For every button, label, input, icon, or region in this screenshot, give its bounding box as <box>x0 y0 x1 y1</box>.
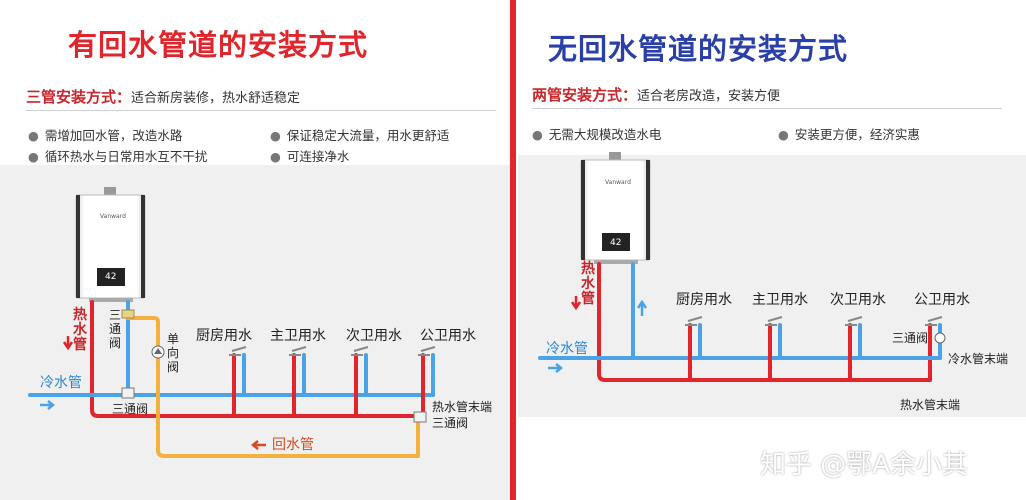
right-hot-end-label: 热水管末端 <box>900 398 961 412</box>
watermark: 知乎 @鄂A余小其 <box>760 450 969 480</box>
right-hot-pipe-label: 热水管 <box>581 261 595 307</box>
right-water-heater <box>580 152 651 264</box>
right-heater-display: 42 <box>610 238 622 248</box>
left-three-way-valve-end-label: 三通阀 <box>432 416 469 430</box>
left-bullet-3: ●循环热水与日常用水互不干扰 <box>28 149 208 164</box>
right-public-bath-label: 公卫用水 <box>914 292 970 308</box>
left-public-bath-label: 公卫用水 <box>420 328 476 344</box>
left-return-pipe-label: 回水管 <box>272 437 314 453</box>
left-heater-display: 42 <box>105 272 117 282</box>
left-water-heater <box>75 187 146 302</box>
right-up-arrow-icon <box>636 299 648 316</box>
left-kitchen-label: 厨房用水 <box>196 328 252 344</box>
left-hot-arrow-icon <box>62 336 74 351</box>
right-divider-line <box>532 108 1002 109</box>
bullet-dot-icon: ● <box>28 149 39 164</box>
center-divider <box>510 0 516 500</box>
left-pipes <box>28 300 435 458</box>
right-bullet-2: ●安装更方便，经济实惠 <box>778 127 920 142</box>
right-subtitle-lead: 两管安装方式： <box>532 86 638 104</box>
right-pipes <box>538 262 942 382</box>
left-master-bath-label: 主卫用水 <box>270 328 326 344</box>
left-cold-arrow-icon <box>40 400 56 410</box>
left-bullet-4: ●可连接净水 <box>270 149 350 164</box>
right-subtitle-text: 适合老房改造，安装方便 <box>637 89 781 104</box>
bullet-dot-icon: ● <box>270 128 281 143</box>
left-subtitle: 三管安装方式：适合新房装修，热水舒适稳定 <box>26 86 300 107</box>
right-heater-brand: Vanward <box>605 179 631 186</box>
left-heater-brand: Vanward <box>100 213 126 220</box>
right-kitchen-label: 厨房用水 <box>676 292 732 308</box>
right-title: 无回水管道的安装方式 <box>548 32 849 66</box>
right-valves <box>685 316 946 344</box>
left-hot-pipe-label: 热水管 <box>73 307 87 353</box>
left-three-way-valve-top-label: 三通阀 <box>108 308 121 350</box>
left-three-way-valve-bottom-label: 三通阀 <box>112 402 149 416</box>
right-three-way-valve-label: 三通阀 <box>892 331 929 345</box>
right-cold-arrow-icon <box>548 363 564 373</box>
left-cold-pipe-label: 冷水管 <box>40 375 82 391</box>
bullet-dot-icon: ● <box>28 128 39 143</box>
left-hot-end-label: 热水管末端 <box>432 400 493 414</box>
left-divider-line <box>26 110 496 111</box>
left-bullet-1: ●需增加回水管，改造水路 <box>28 128 183 143</box>
left-bullet-2: ●保证稳定大流量，用水更舒适 <box>270 128 450 143</box>
left-subtitle-text: 适合新房装修，热水舒适稳定 <box>131 91 301 106</box>
right-second-bath-label: 次卫用水 <box>830 292 886 308</box>
right-cold-end-label: 冷水管末端 <box>948 352 1009 366</box>
left-title: 有回水管道的安装方式 <box>68 28 369 62</box>
bullet-dot-icon: ● <box>270 149 281 164</box>
right-master-bath-label: 主卫用水 <box>752 292 808 308</box>
right-cold-pipe-label: 冷水管 <box>546 341 588 357</box>
left-check-valve-label: 单向阀 <box>166 332 179 374</box>
right-subtitle: 两管安装方式：适合老房改造，安装方便 <box>532 84 780 105</box>
left-subtitle-lead: 三管安装方式： <box>26 88 132 106</box>
bullet-dot-icon: ● <box>532 127 543 142</box>
right-hot-arrow-icon <box>570 296 582 311</box>
right-bullet-1: ●无需大规模改造水电 <box>532 127 662 142</box>
bullet-dot-icon: ● <box>778 127 789 142</box>
left-valves <box>121 309 436 423</box>
left-return-arrow-icon <box>250 440 266 450</box>
left-second-bath-label: 次卫用水 <box>346 328 402 344</box>
